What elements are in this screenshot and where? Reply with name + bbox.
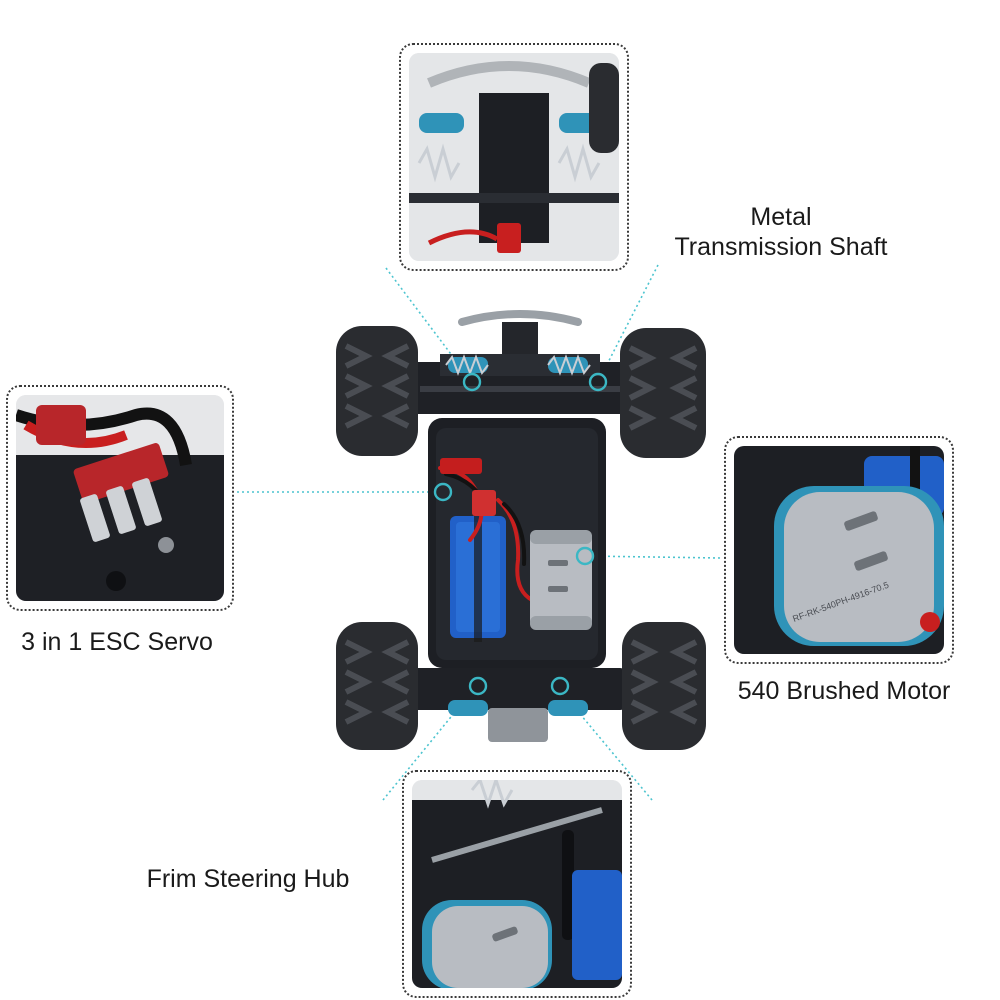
detail-frame-steering <box>402 770 632 998</box>
battery-pack <box>450 512 506 642</box>
rear-suspension <box>412 668 626 742</box>
tires <box>336 326 706 750</box>
front-suspension <box>412 354 626 414</box>
label-esc-servo: 3 in 1 ESC Servo <box>21 628 213 656</box>
transmission-closeup-photo <box>409 53 619 261</box>
motor-closeup-photo: RF-RK-540PH-4916-70.5 <box>734 446 944 654</box>
label-brushed-motor: 540 Brushed Motor <box>737 677 951 705</box>
motor-540 <box>530 530 592 630</box>
tire-front-left <box>336 326 418 456</box>
label-steering-hub: Frim Steering Hub <box>146 865 350 893</box>
callout-rings <box>433 372 608 696</box>
steering-closeup-photo <box>412 780 622 988</box>
detail-frame-esc <box>6 385 234 611</box>
tire-rear-right <box>622 622 706 750</box>
esc-closeup-photo <box>16 395 224 601</box>
esc-unit <box>440 458 482 474</box>
callout-lines <box>232 264 721 801</box>
detail-frame-transmission <box>399 43 629 271</box>
tire-rear-left <box>336 622 418 750</box>
label-metal-transmission-shaft: Metal Transmission Shaft <box>674 203 888 261</box>
detail-frame-motor: RF-RK-540PH-4916-70.5 <box>724 436 954 664</box>
t-connector <box>472 490 496 516</box>
tire-front-right <box>620 328 706 458</box>
